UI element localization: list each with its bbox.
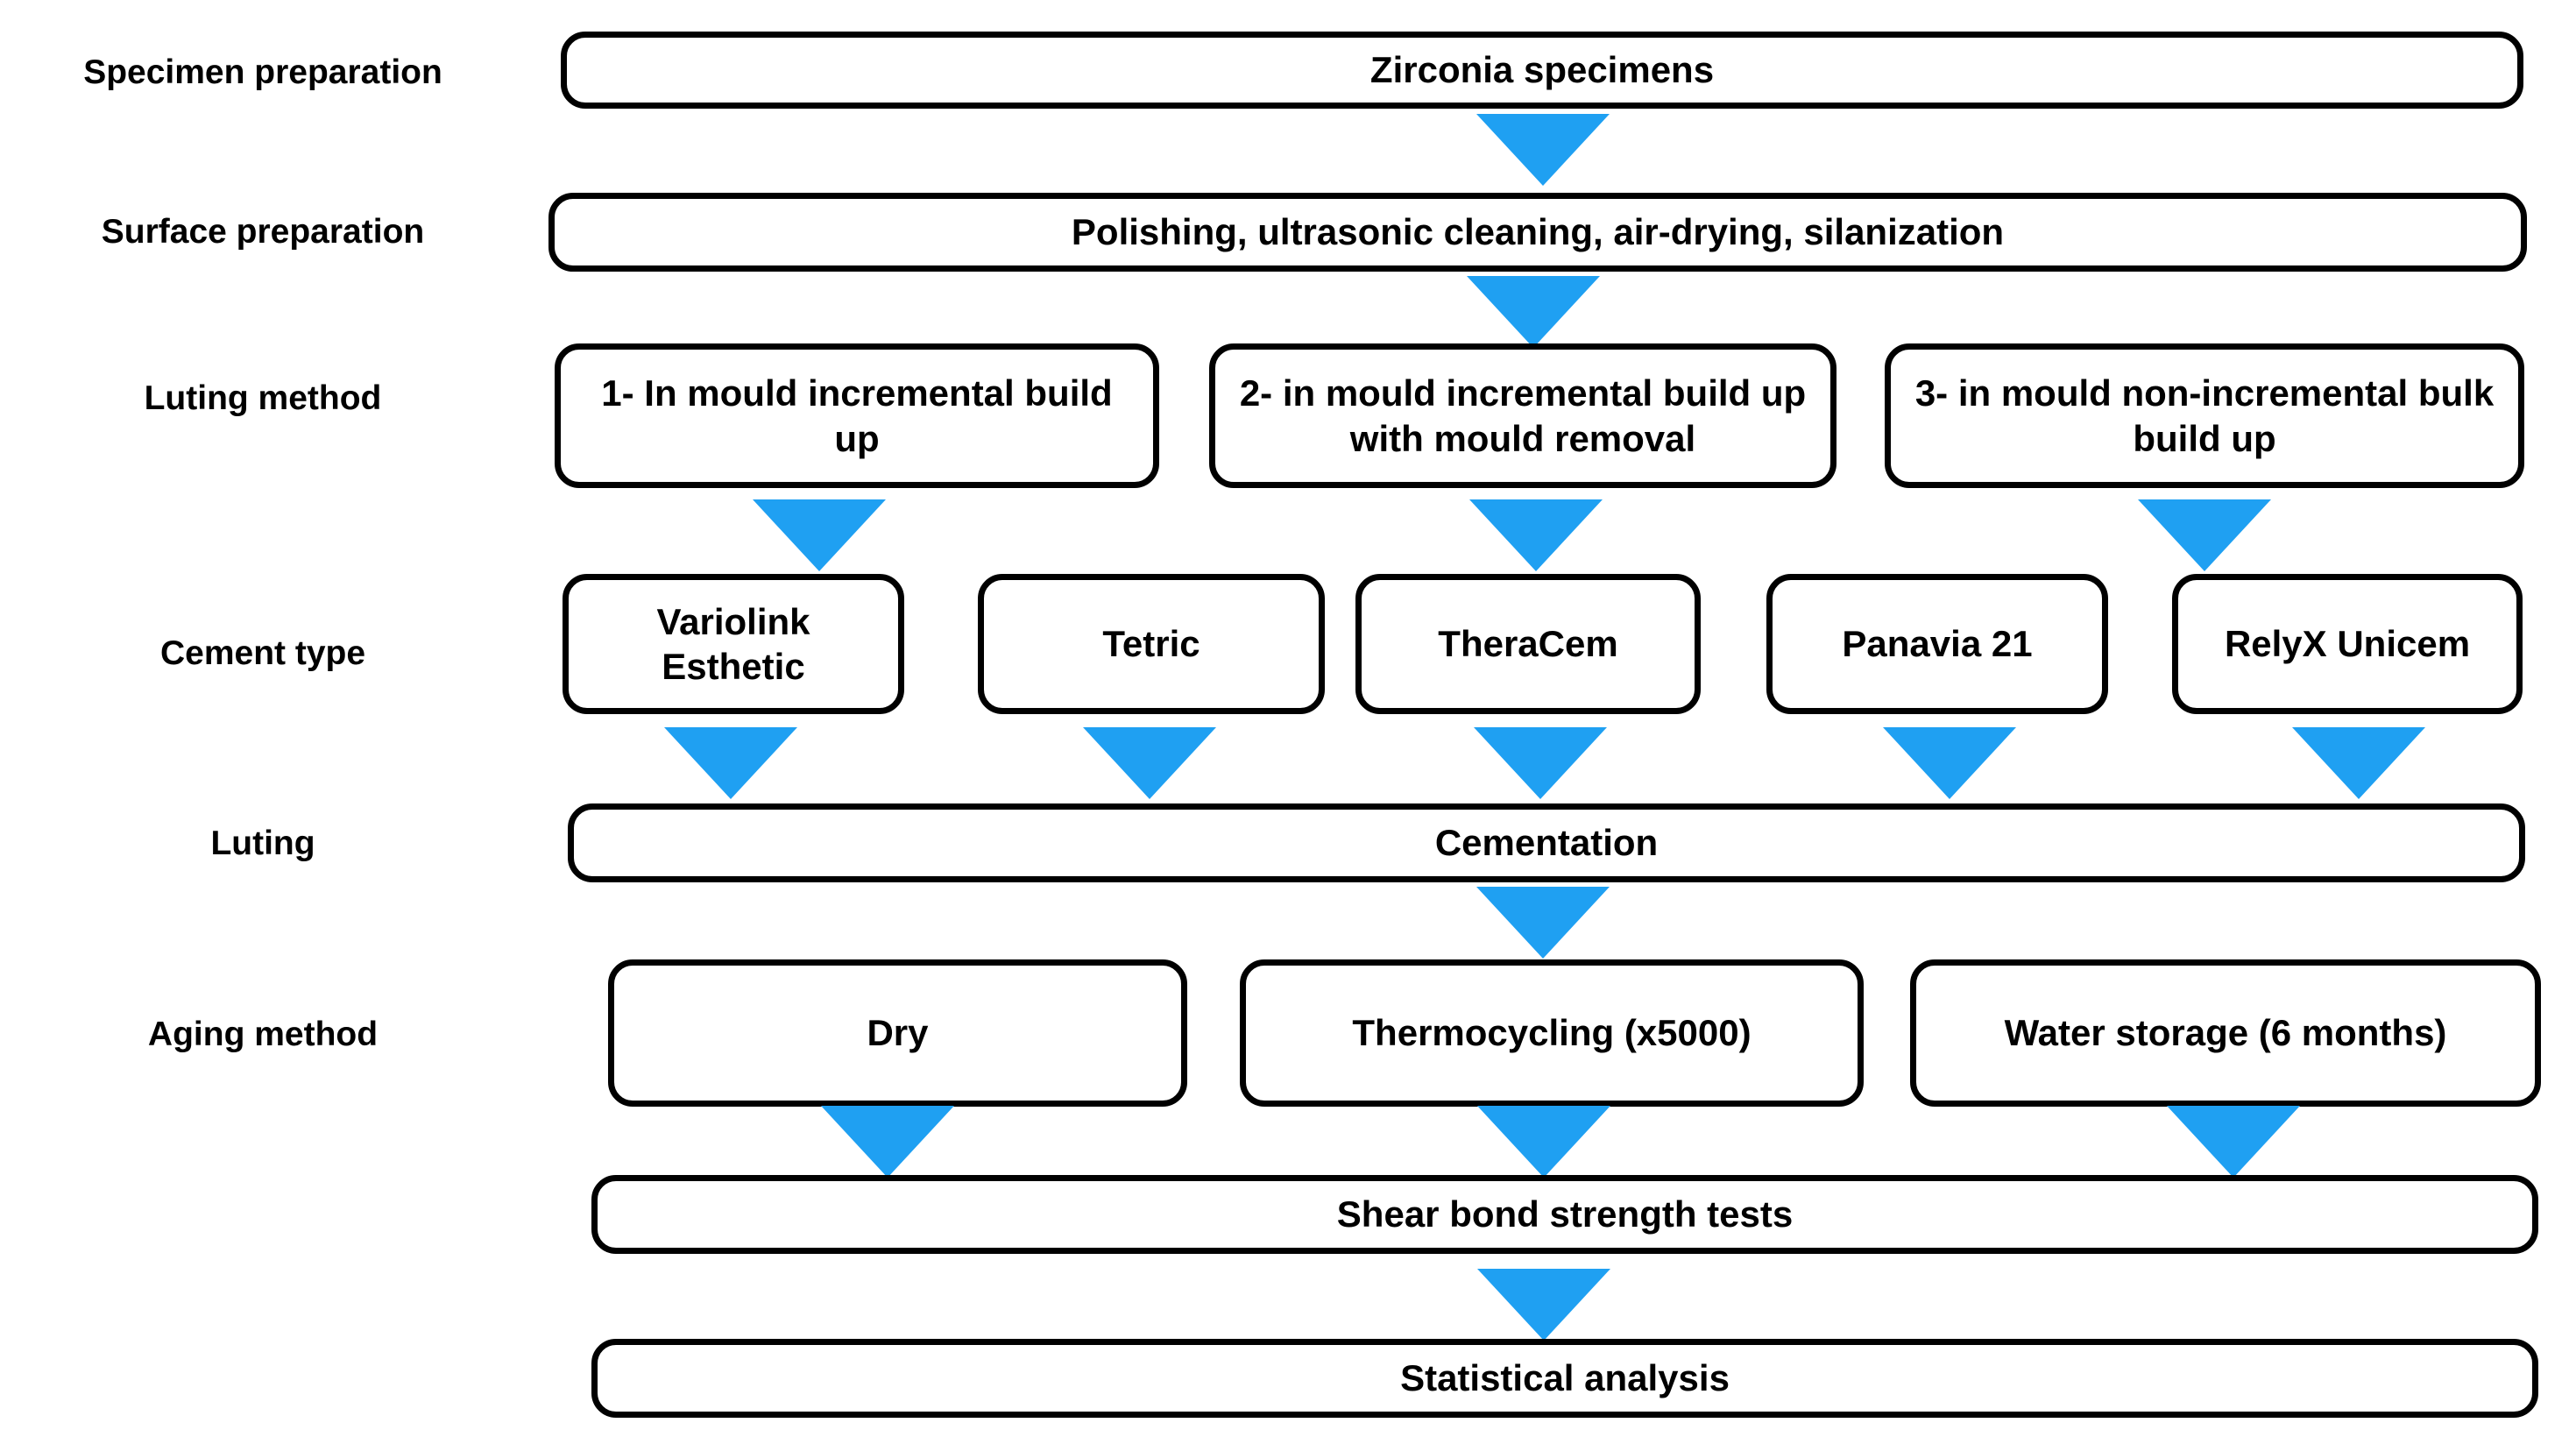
- box-cement-tetric: Tetric: [978, 574, 1325, 714]
- down-arrow-icon: [1474, 727, 1607, 799]
- row-label-aging-method: Aging method: [147, 1016, 379, 1053]
- down-arrow-icon: [1469, 499, 1603, 571]
- down-arrow-icon: [821, 1106, 954, 1178]
- down-arrow-icon: [1083, 727, 1216, 799]
- down-arrow-icon: [2138, 499, 2271, 571]
- down-arrow-icon: [1476, 887, 1610, 959]
- box-aging-thermocycling: Thermocycling (x5000): [1240, 959, 1864, 1107]
- row-label-cement-type: Cement type: [159, 634, 366, 672]
- row-label-luting: Luting: [210, 825, 315, 862]
- row-label-surface-preparation: Surface preparation: [101, 213, 425, 251]
- down-arrow-icon: [1477, 1269, 1610, 1341]
- box-luting-method-3: 3- in mould non-incremental bulk build u…: [1885, 343, 2524, 488]
- down-arrow-icon: [664, 727, 797, 799]
- box-zirconia-specimens: Zirconia specimens: [561, 32, 2523, 109]
- box-shear-bond-strength-tests: Shear bond strength tests: [591, 1175, 2538, 1254]
- box-cement-panavia-21: Panavia 21: [1766, 574, 2108, 714]
- box-cement-relyx-unicem: RelyX Unicem: [2172, 574, 2523, 714]
- box-surface-preparation: Polishing, ultrasonic cleaning, air-dryi…: [548, 193, 2527, 272]
- row-label-specimen-preparation: Specimen preparation: [83, 53, 442, 91]
- row-label-luting-method: Luting method: [144, 379, 382, 417]
- box-cementation: Cementation: [568, 803, 2525, 882]
- down-arrow-icon: [753, 499, 886, 571]
- box-aging-dry: Dry: [608, 959, 1187, 1107]
- box-aging-water-storage: Water storage (6 months): [1910, 959, 2541, 1107]
- down-arrow-icon: [1883, 727, 2016, 799]
- down-arrow-icon: [1477, 1106, 1610, 1178]
- down-arrow-icon: [2167, 1106, 2300, 1178]
- down-arrow-icon: [2292, 727, 2425, 799]
- box-cement-theracem: TheraCem: [1355, 574, 1701, 714]
- box-luting-method-1: 1- In mould incremental build up: [555, 343, 1159, 488]
- down-arrow-icon: [1476, 114, 1610, 186]
- box-cement-variolink-esthetic: Variolink Esthetic: [563, 574, 904, 714]
- down-arrow-icon: [1467, 276, 1600, 348]
- box-statistical-analysis: Statistical analysis: [591, 1339, 2538, 1418]
- box-luting-method-2: 2- in mould incremental build up with mo…: [1209, 343, 1836, 488]
